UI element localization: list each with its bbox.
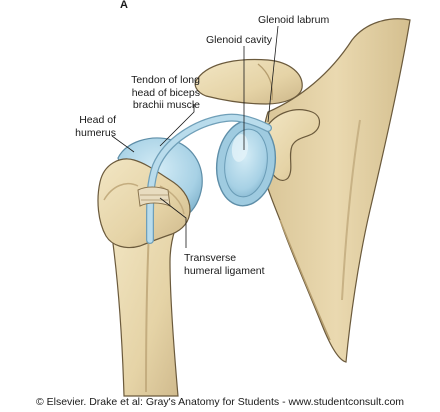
label-glenoid-labrum: Glenoid labrum xyxy=(258,14,330,26)
label-transverse-line2: humeral ligament xyxy=(184,264,265,277)
leader-glenoid-labrum xyxy=(267,25,279,123)
leader-tendon xyxy=(159,104,195,147)
acromion xyxy=(194,58,303,105)
lesser-tubercle-shading xyxy=(159,185,185,215)
label-head-line1: Head of xyxy=(79,114,116,126)
scapula xyxy=(261,18,411,363)
label-tendon-line3: brachii muscle xyxy=(132,99,200,111)
copyright-credit: © Elsevier. Drake et al: Gray's Anatomy … xyxy=(35,396,405,408)
transverse-humeral-ligament xyxy=(137,186,171,207)
leader-transverse-ligament xyxy=(159,197,187,248)
label-glenoid-cavity: Glenoid cavity xyxy=(206,34,272,46)
label-head-line2: humerus xyxy=(75,126,116,139)
leader-head-of-humerus xyxy=(111,135,135,153)
panel-letter: A xyxy=(120,0,128,11)
label-tendon-line2: head of biceps xyxy=(131,86,200,99)
label-transverse-humeral-ligament: Transverse humeral ligament xyxy=(184,252,265,277)
greater-tubercle-shading xyxy=(103,182,139,201)
label-head-of-humerus: Head of humerus xyxy=(60,114,116,139)
label-tendon-line1: Tendon of long xyxy=(131,74,200,86)
scapula-lateral-border xyxy=(279,219,331,341)
scapula-medial-ridge xyxy=(341,119,361,301)
label-transverse-line1: Transverse xyxy=(184,252,237,264)
label-tendon-long-head-biceps: Tendon of long head of biceps brachii mu… xyxy=(96,74,200,112)
acromion-ridge xyxy=(257,63,274,101)
biceps-tendon-fill xyxy=(147,114,271,243)
